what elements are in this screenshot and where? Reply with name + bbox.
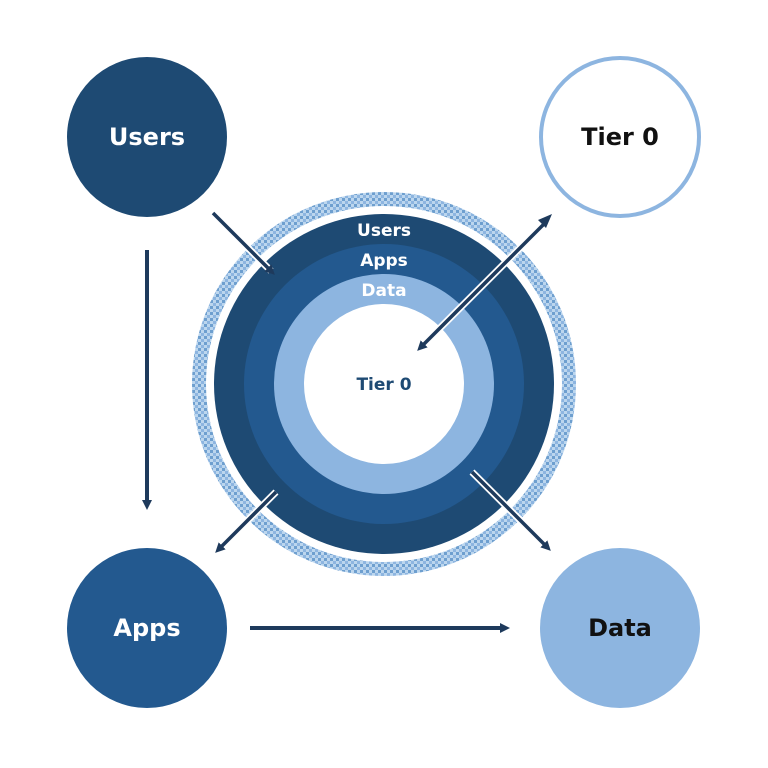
arrow-ring-to-data xyxy=(470,470,551,551)
node-data xyxy=(540,548,700,708)
node-data-label: Data xyxy=(588,614,652,642)
arrow-users-into-ring xyxy=(211,211,275,275)
arrowhead-tier0-end xyxy=(538,214,552,228)
diagonal-arrows xyxy=(210,210,551,553)
ring-label-data: Data xyxy=(361,281,406,301)
ring-label-tier0: Tier 0 xyxy=(356,375,411,395)
node-apps xyxy=(67,548,227,708)
arrow-ring-to-apps xyxy=(215,490,278,553)
node-users xyxy=(67,57,227,217)
node-apps-label: Apps xyxy=(113,614,180,642)
ring-label-users: Users xyxy=(357,221,411,241)
node-tier0-label: Tier 0 xyxy=(581,123,659,151)
node-tier0 xyxy=(539,56,701,218)
ring-label-apps: Apps xyxy=(360,251,408,271)
arrow-tier0-core xyxy=(417,220,548,351)
node-users-label: Users xyxy=(109,123,185,151)
